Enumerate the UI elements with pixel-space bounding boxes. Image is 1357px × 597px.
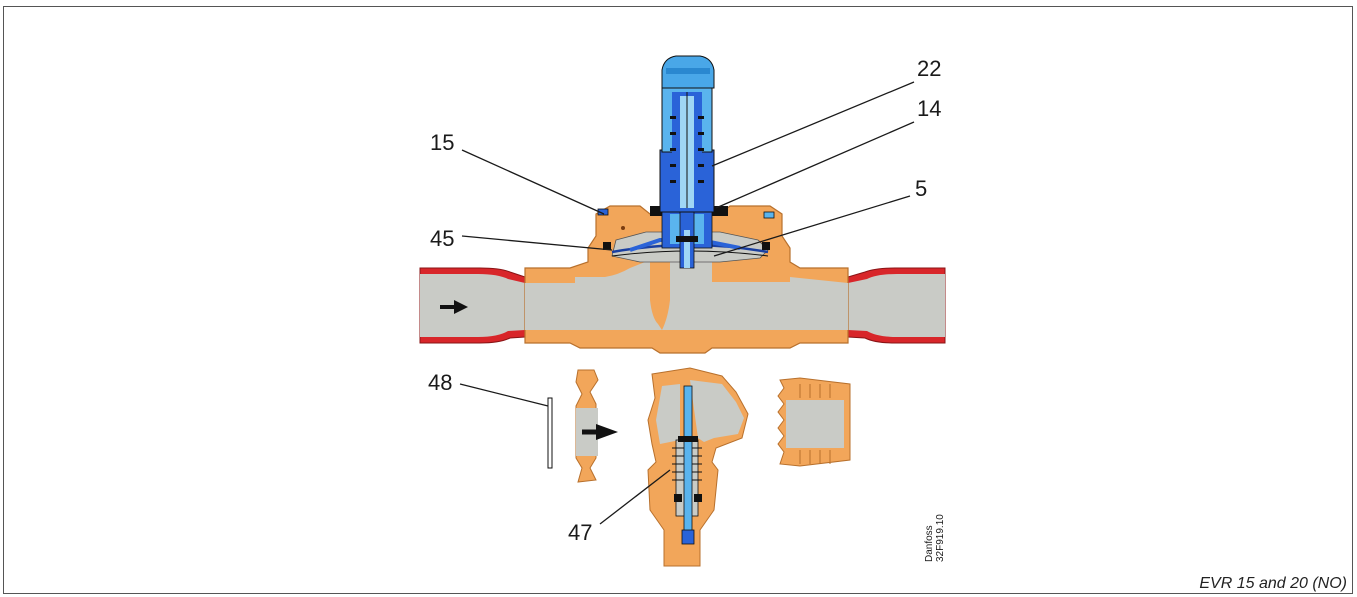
leader-14: [715, 121, 915, 209]
main-valve-assembly: [419, 55, 946, 354]
callout-48: 48: [428, 370, 452, 395]
callout-5: 5: [915, 176, 927, 201]
diagram-frame: [3, 6, 1353, 594]
flow-channel: [525, 262, 662, 330]
callout-45: 45: [430, 226, 454, 251]
leader-45: [461, 235, 613, 251]
figure-caption: EVR 15 and 20 (NO): [1199, 575, 1347, 592]
leader-5: [713, 195, 911, 257]
leader-48: [459, 383, 549, 407]
leader-15: [461, 149, 605, 215]
leader-22: [711, 81, 915, 167]
callout-47: 47: [568, 520, 592, 545]
solenoid-tube: [659, 87, 715, 213]
outlet-pipe: [847, 267, 946, 344]
drawing-stamp: Danfoss 32F919.10: [924, 514, 946, 562]
leader-47: [599, 469, 671, 525]
manual-spindle-fitting: [647, 367, 749, 567]
inlet-pipe: [419, 267, 526, 344]
callout-14: 14: [917, 96, 941, 121]
stamp-code: 32F919.10: [935, 514, 946, 562]
flow-arrow-main: [440, 300, 468, 314]
armature-tube: [661, 207, 713, 269]
callout-22: 22: [917, 56, 941, 81]
callout-15: 15: [430, 130, 454, 155]
threaded-end: [777, 377, 851, 467]
gasket-48: [547, 397, 553, 469]
flange-piece: [575, 369, 618, 483]
stamp-brand: Danfoss: [924, 525, 935, 562]
top-cap: [661, 55, 715, 89]
